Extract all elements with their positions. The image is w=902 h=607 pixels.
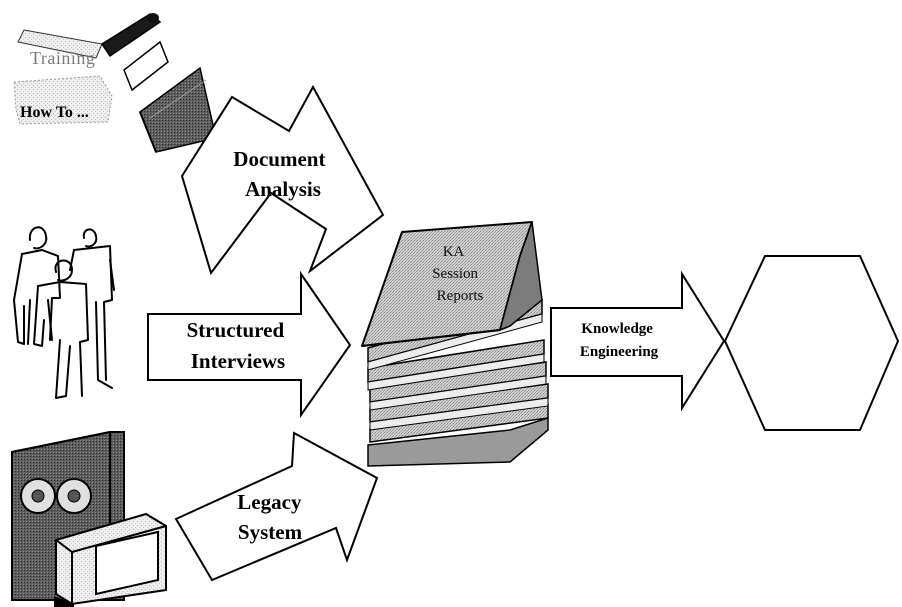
structured-interviews-arrow [147, 270, 352, 419]
document-analysis-arrow [180, 84, 385, 276]
terminal-monitor-icon [54, 512, 167, 607]
person-icon [69, 228, 115, 389]
arrow-label-line: Engineering [580, 344, 659, 360]
legacy-system-arrow [174, 431, 379, 582]
legacy-computer-illustration [11, 431, 167, 607]
arrow-label-line: Knowledge [581, 321, 653, 337]
stack-label-line: KA [443, 244, 465, 260]
stack-label-line: Session [432, 266, 478, 282]
blank-page-icon [123, 40, 169, 92]
scroll-icon [17, 13, 162, 59]
report-book [367, 339, 545, 391]
tape-reel-icon [56, 478, 92, 514]
training-label: Training [30, 48, 95, 68]
arrow-label-line: Analysis [245, 177, 321, 201]
arrow-label-line: Interviews [191, 349, 285, 373]
arrow-label-line: Document [233, 147, 325, 171]
manual-book-icon [139, 66, 217, 153]
top-report-cover [361, 221, 543, 347]
people-illustration [13, 226, 115, 399]
arrow-label-line: Structured [187, 318, 285, 342]
tape-reel-icon [20, 478, 56, 514]
document-analysis-label: Document Analysis [233, 147, 330, 201]
legacy-system-label: Legacy System [237, 490, 306, 544]
person-icon [33, 259, 89, 399]
structured-interviews-label: Structured Interviews [187, 318, 290, 373]
documents-illustration: Training How To ... [13, 13, 217, 153]
arrow-label-line: Legacy [237, 490, 302, 514]
ka-session-reports-label: KA Session Reports [432, 244, 483, 304]
person-icon [13, 226, 61, 345]
knowledge-base-hexagon [723, 255, 900, 431]
stack-label-line: Reports [437, 288, 484, 304]
ka-session-reports-stack: KA Session Reports [361, 221, 549, 467]
arrow-label-line: System [238, 520, 303, 544]
knowledge-engineering-arrow [550, 270, 726, 412]
howto-label: How To ... [20, 104, 89, 121]
knowledge-engineering-label: Knowledge Engineering [580, 321, 659, 360]
torn-sheet-icon [13, 75, 113, 125]
